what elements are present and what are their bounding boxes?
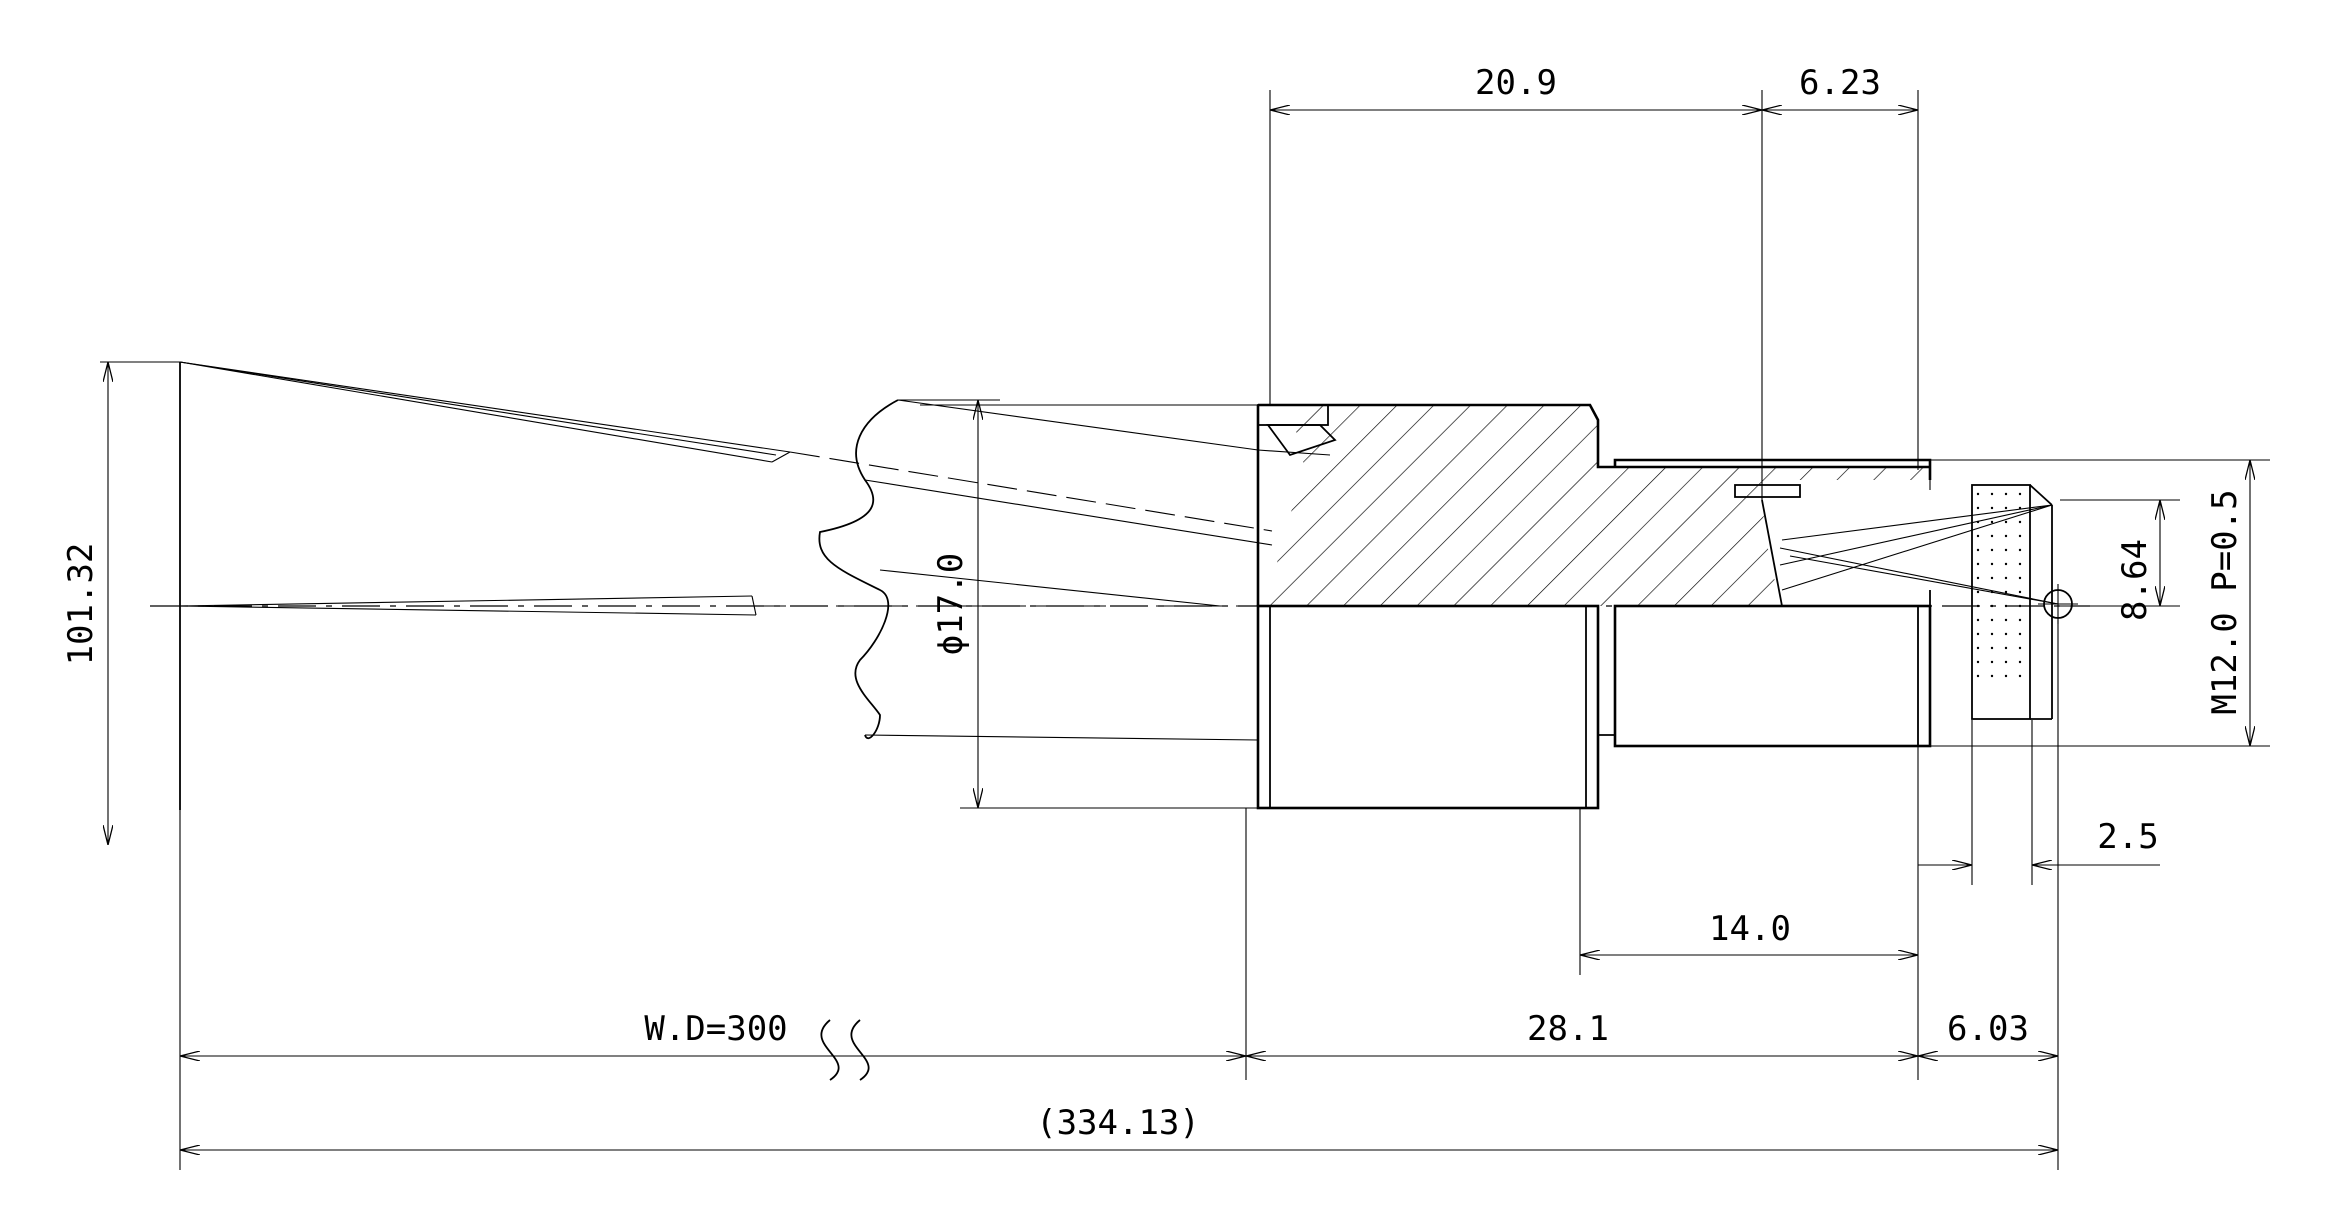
rear-lens-edge [1761, 499, 1783, 607]
barrel-edge-top [897, 399, 1259, 451]
dim-8-64: 8.64 [2115, 539, 2155, 621]
hatched-section [1258, 405, 1930, 606]
dim-m12-thread: M12.0 P=0.5 [2205, 489, 2245, 714]
body-outline-top [1258, 403, 1930, 469]
dim-phi-17: ϕ17.0 [931, 553, 971, 655]
lower-body-cylinder [1256, 604, 1600, 810]
break-symbol-1 [820, 1019, 840, 1081]
dim-6-23: 6.23 [1799, 63, 1881, 103]
thread-top [1613, 458, 1932, 480]
dim-28-1: 28.1 [1527, 1009, 1609, 1049]
dim-14-0: 14.0 [1709, 909, 1791, 949]
break-line [818, 399, 899, 740]
barrel-edge-2 [864, 479, 1273, 546]
barrel-edge-bottom [864, 734, 1259, 741]
ray-cone [179, 361, 1273, 616]
barrel-edge-3 [879, 569, 1221, 607]
lens-front-edge [1257, 449, 1331, 456]
dim-2-5: 2.5 [2097, 817, 2158, 857]
dimension-lines [108, 110, 2250, 1150]
rear-retainer [1734, 484, 1801, 498]
break-symbol-2 [850, 1019, 870, 1081]
dim-6-03: 6.03 [1947, 1009, 2029, 1049]
sensor-glass [1971, 484, 2031, 720]
dim-wd-300: W.D=300 [644, 1009, 787, 1049]
sensor-glass-fill [1972, 485, 2030, 685]
dim-101-32: 101.32 [61, 543, 101, 666]
lower-thread-cylinder [1613, 604, 1932, 748]
extension-lines [100, 90, 2270, 1170]
dim-334-13: (334.13) [1036, 1103, 1200, 1143]
dim-20-9: 20.9 [1475, 63, 1557, 103]
lens-retainer [1266, 424, 1337, 457]
